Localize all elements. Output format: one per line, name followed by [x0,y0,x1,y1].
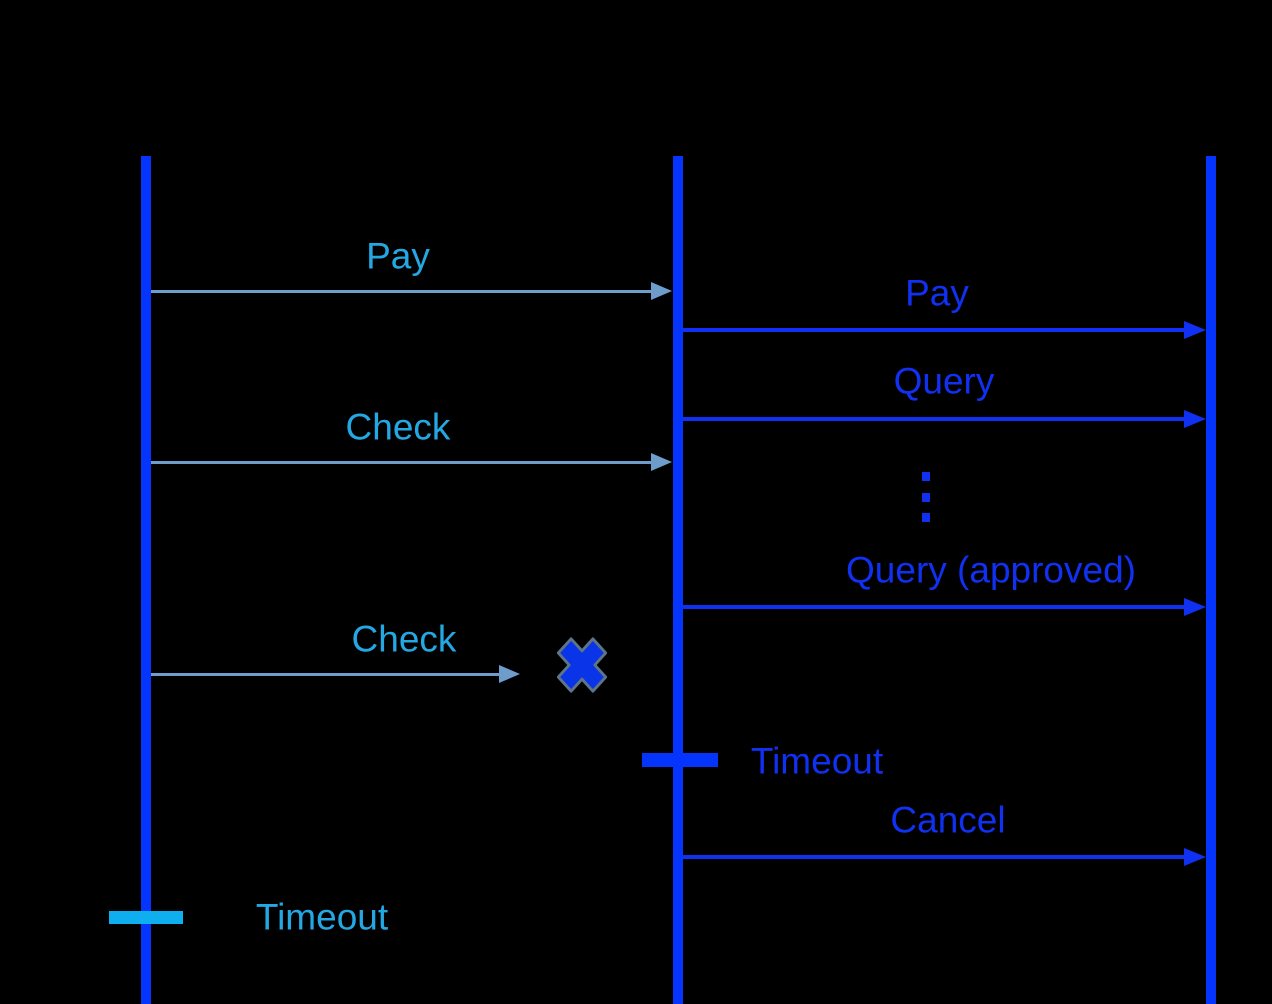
timeout-tick-icon [642,753,718,767]
arrowhead-icon [499,665,520,683]
arrowhead-icon [1184,598,1206,616]
arrowhead-icon [1184,321,1206,339]
arrowhead-icon [651,282,672,300]
message-label-check-2: Check [351,618,457,660]
arrowhead-icon [1184,410,1206,428]
message-line [151,673,501,676]
arrowhead-icon [651,453,672,471]
message-label-check-1: Check [345,406,451,448]
lifeline-participant-1 [141,156,151,1004]
lifeline-participant-2 [673,156,683,1004]
timeout-label-1: Timeout [255,896,389,938]
message-line [683,328,1186,332]
lifeline-participant-3 [1206,156,1216,1004]
message-line [151,461,653,464]
message-label-pay-1: Pay [366,235,430,277]
timeout-label-2: Timeout [750,740,884,782]
message-label-query-approved: Query (approved) [846,549,1136,591]
message-line [683,855,1186,859]
message-line [151,290,653,293]
message-line [683,605,1186,609]
message-label-cancel: Cancel [890,799,1006,841]
timeout-tick-icon [109,911,183,924]
arrowhead-icon [1184,848,1206,866]
message-label-pay-2: Pay [905,272,969,314]
message-label-query: Query [893,360,995,402]
message-line [683,417,1186,421]
x-icon [556,637,608,693]
